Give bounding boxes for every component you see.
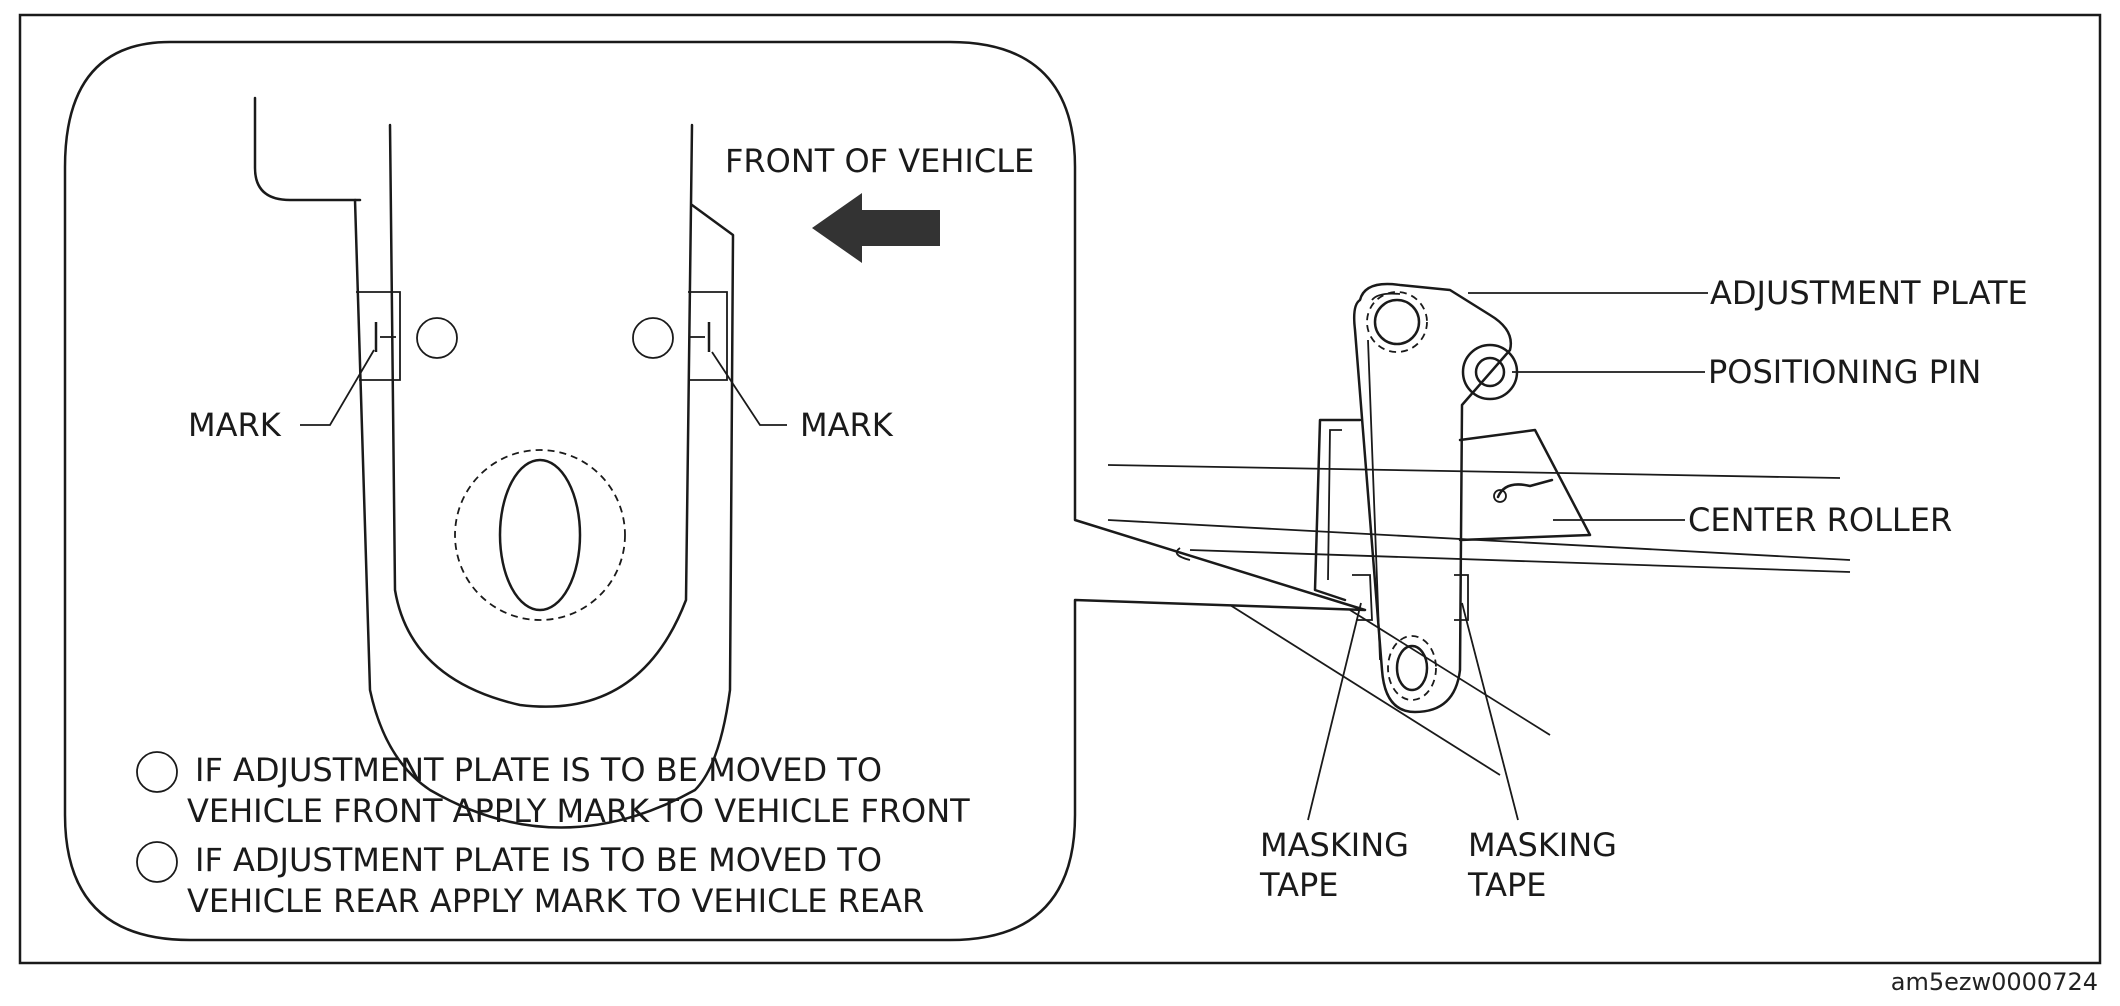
center-roller-body — [1458, 428, 1592, 542]
note-2-line-2: VEHICLE REAR APPLY MARK TO VEHICLE REAR — [187, 882, 924, 920]
note-1-circle — [136, 751, 178, 793]
masking-tape-on-plate-left — [1352, 574, 1373, 621]
rail-lower — [1189, 549, 1851, 573]
plate-lower-slot — [1395, 644, 1429, 692]
center-roller-pin-head — [1493, 489, 1507, 503]
figure-code: am5ezw0000724 — [1891, 968, 2098, 996]
center-roller-label: CENTER ROLLER — [1688, 501, 1952, 539]
rail-diagonal-1 — [1229, 604, 1501, 776]
masking-tape-right — [688, 291, 728, 381]
retaining-clip-inner — [1327, 429, 1342, 581]
center-roller-pin — [1496, 478, 1554, 499]
plate-lower-slot-dashed — [1387, 635, 1437, 701]
inset-bubble — [63, 40, 1367, 942]
note-1-line-1: IF ADJUSTMENT PLATE IS TO BE MOVED TO — [195, 751, 882, 789]
bracket-outline — [253, 96, 362, 202]
note-1-line-2: VEHICLE FRONT APPLY MARK TO VEHICLE FRON… — [187, 792, 970, 830]
masking-tape-right-leader — [1461, 602, 1519, 821]
positioning-pin-label: POSITIONING PIN — [1708, 353, 1981, 391]
retaining-clip — [1313, 418, 1362, 602]
note-2-circle — [136, 841, 178, 883]
positioning-pin-inner — [1474, 356, 1506, 388]
note-2-line-1: IF ADJUSTMENT PLATE IS TO BE MOVED TO — [195, 841, 882, 879]
front-direction-arrow — [812, 193, 940, 263]
reference-circle-rear — [632, 317, 674, 359]
rail-upper — [1107, 464, 1841, 479]
inset-drawing — [253, 96, 787, 829]
masking-tape-left — [356, 291, 401, 381]
plate-upper-hole — [1373, 298, 1421, 346]
adjustment-plate-label: ADJUSTMENT PLATE — [1710, 274, 2028, 312]
adjustment-plate — [1352, 282, 1513, 714]
rail-diagonal-2 — [1349, 609, 1551, 736]
masking-tape-left-label-2: TAPE — [1259, 866, 1338, 904]
mark-right-label: MARK — [800, 406, 894, 444]
masking-tape-right-label-1: MASKING — [1468, 826, 1617, 864]
masking-tape-on-plate-right — [1454, 574, 1469, 621]
front-of-vehicle-label: FRONT OF VEHICLE — [725, 142, 1034, 180]
slot — [498, 458, 582, 612]
masking-tape-left-leader — [1307, 602, 1362, 821]
mark-left-label: MARK — [188, 406, 282, 444]
rail-curve — [1175, 547, 1191, 561]
masking-tape-left-label-1: MASKING — [1260, 826, 1409, 864]
slot-dashed-outline — [454, 449, 626, 621]
reference-circle-front — [416, 317, 458, 359]
adjustment-plate-edge — [1367, 292, 1401, 661]
mark-right-leader — [711, 351, 787, 426]
plate-outer-outline — [353, 198, 735, 829]
masking-tape-right-label-2: TAPE — [1467, 866, 1546, 904]
plate-upper-hole-dashed — [1366, 291, 1428, 353]
mark-left-leader — [300, 349, 375, 426]
plate-inner-outline — [388, 123, 694, 708]
outer-frame — [18, 13, 2102, 965]
main-assembly-drawing — [1107, 282, 1851, 776]
